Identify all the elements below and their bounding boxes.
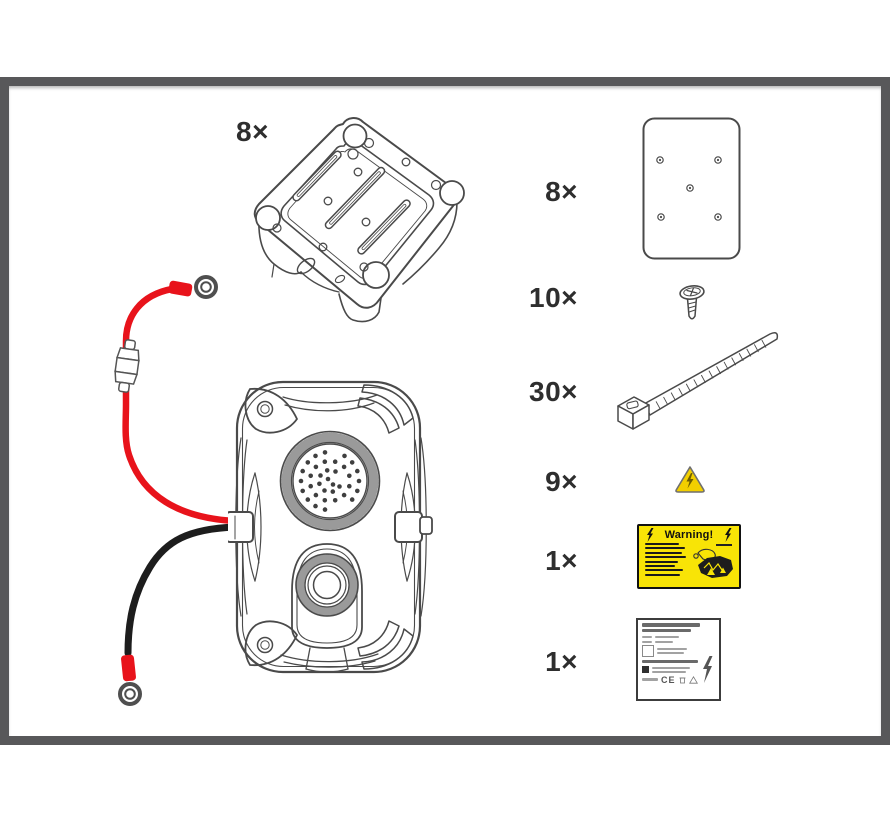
- danger-line: [642, 659, 698, 663]
- black-cable: [124, 523, 239, 657]
- package-icon: [642, 645, 654, 657]
- repeller-device-drawing: [228, 380, 433, 674]
- mounting-plate-drawing: [642, 117, 741, 260]
- logo-mark: [642, 666, 649, 673]
- label-title-line: [642, 628, 691, 632]
- mounting-bracket-drawing: [253, 117, 465, 323]
- bracket-count-label: 8×: [236, 116, 269, 147]
- cable-tie-drawing: [617, 332, 779, 430]
- marten-car-graphic: [693, 544, 733, 578]
- label-title-line: [642, 623, 700, 627]
- recycle-triangle-icon: [688, 675, 698, 684]
- ring-terminal-bottom: [118, 682, 142, 706]
- red-crimp-bottom: [121, 654, 136, 682]
- screw-drawing: [679, 285, 705, 320]
- battery-cables-drawing: [114, 275, 239, 706]
- warning-label-header: Warning!: [639, 526, 739, 542]
- red-crimp: [168, 280, 193, 297]
- lightning-bolt-icon: [724, 528, 732, 542]
- speaker-dots: [298, 450, 362, 512]
- warning-title: Warning!: [664, 529, 714, 541]
- lightning-bolt-icon: [703, 656, 713, 683]
- plate-count-label: 8×: [545, 176, 578, 207]
- screw-count-label: 10×: [529, 282, 578, 313]
- type-label-count: 1×: [545, 646, 578, 677]
- lightning-bolt-icon: [647, 528, 654, 542]
- ce-mark: CE: [661, 674, 676, 685]
- warning-label-count: 1×: [545, 545, 578, 576]
- ring-terminal-top: [194, 275, 218, 299]
- fuse-holder: [114, 339, 140, 393]
- warning-triangle-sticker: [675, 466, 705, 493]
- warning-text-lines: [645, 543, 686, 587]
- cable-tie-count-label: 30×: [529, 376, 578, 407]
- warning-label-sticker: Warning!: [637, 524, 741, 589]
- triangle-count-label: 9×: [545, 466, 578, 497]
- type-label-sticker: CE: [636, 618, 721, 701]
- red-cable: [122, 285, 239, 525]
- weee-bin-icon: [679, 677, 686, 683]
- lightning-bolt-icon: [686, 473, 694, 489]
